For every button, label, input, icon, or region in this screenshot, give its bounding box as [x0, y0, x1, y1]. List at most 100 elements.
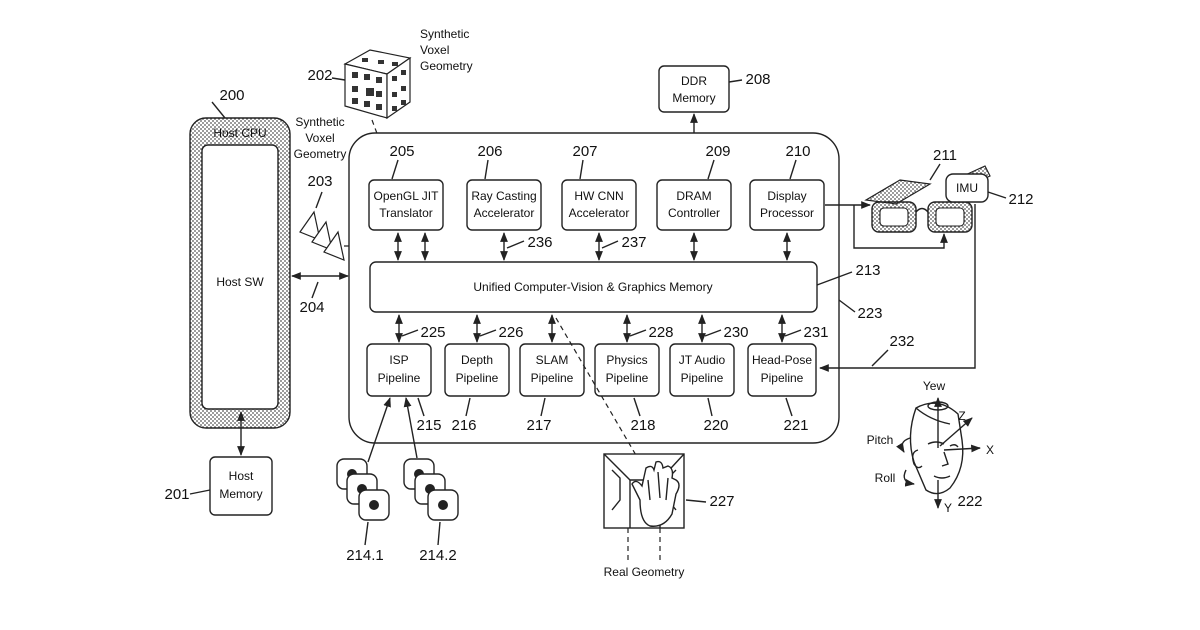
ref-225: 225: [420, 324, 445, 341]
voxel-cube-icon: [345, 50, 410, 118]
leader-227: [686, 500, 706, 502]
leader-212: [988, 192, 1006, 198]
pipe-audio-line2: Pipeline: [681, 371, 724, 385]
ref-207: 207: [572, 143, 597, 160]
host-memory-line2: Memory: [219, 487, 262, 501]
real-geometry-hand-icon: [604, 454, 684, 528]
pipeline-jt-audio: JT Audio Pipeline: [670, 344, 734, 396]
ref-210: 210: [785, 143, 810, 160]
leader-201: [190, 490, 210, 494]
leader-208: [729, 80, 742, 82]
leader-202: [332, 78, 345, 80]
pipe-slam-line1: SLAM: [536, 353, 569, 367]
pitch-label: Pitch: [867, 433, 894, 447]
leader-232: [872, 350, 888, 366]
memory-outer-ref: 223: [857, 305, 882, 322]
voxel-cube-label-1: Synthetic: [420, 27, 469, 41]
ref-220: 220: [703, 417, 728, 434]
ref-217: 217: [526, 417, 551, 434]
unit-ray-line1: Ray Casting: [471, 189, 536, 203]
camera-array-left-icon: [337, 459, 389, 520]
pipe-physics-line1: Physics: [606, 353, 647, 367]
pipe-headpose-line2: Pipeline: [761, 371, 804, 385]
host-sw-label: Host SW: [216, 275, 264, 289]
leader-200: [212, 102, 225, 118]
pipeline-physics: Physics Pipeline: [595, 344, 659, 396]
host-cpu-block: Host CPU Host SW: [190, 118, 290, 428]
pipeline-head-pose: Head-Pose Pipeline: [748, 344, 816, 396]
voxel-triangles-icon: [300, 212, 344, 260]
unit-dram-line2: Controller: [668, 206, 720, 220]
roll-label: Roll: [875, 471, 896, 485]
unit-opengl-jit: OpenGL JIT Translator: [369, 180, 443, 230]
yew-label: Yew: [923, 379, 946, 393]
ref-205: 205: [389, 143, 414, 160]
voxel-tri-ref: 203: [307, 173, 332, 190]
ddr-memory-box: DDR Memory: [659, 66, 729, 112]
voxel-cube-label-2: Voxel: [420, 43, 449, 57]
camera-left-ref: 214.1: [346, 547, 384, 564]
z-axis-label: Z: [958, 409, 965, 423]
unit-display-line2: Processor: [760, 206, 814, 220]
head-pose-figure-icon: [910, 403, 962, 493]
unit-hw-cnn: HW CNN Accelerator: [562, 180, 636, 230]
unit-cnn-line2: Accelerator: [569, 206, 630, 220]
ref-226: 226: [498, 324, 523, 341]
ref-218: 218: [630, 417, 655, 434]
leader-223: [839, 300, 855, 312]
imu-label: IMU: [956, 181, 978, 195]
pipe-headpose-line1: Head-Pose: [752, 353, 812, 367]
pipe-slam-line2: Pipeline: [531, 371, 574, 385]
pipe-isp-line2: Pipeline: [378, 371, 421, 385]
pipe-depth-line1: Depth: [461, 353, 493, 367]
unit-opengl-line1: OpenGL JIT: [374, 189, 440, 203]
leader-214-2: [438, 522, 440, 545]
ref-209: 209: [705, 143, 730, 160]
ddr-line2: Memory: [672, 91, 715, 105]
ref-215: 215: [416, 417, 441, 434]
voxel-tri-label-3: Geometry: [294, 147, 347, 161]
imu-ref: 212: [1008, 191, 1033, 208]
ref-216: 216: [451, 417, 476, 434]
pipe-depth-line2: Pipeline: [456, 371, 499, 385]
voxel-cube-ref: 202: [307, 67, 332, 84]
ref-221: 221: [783, 417, 808, 434]
pipeline-isp: ISP Pipeline: [367, 344, 431, 396]
memory-ref: 213: [855, 262, 880, 279]
pipe-isp-line1: ISP: [389, 353, 408, 367]
voxel-cube-label-3: Geometry: [420, 59, 473, 73]
unified-memory-label: Unified Computer-Vision & Graphics Memor…: [473, 280, 712, 294]
ref-228: 228: [648, 324, 673, 341]
pipe-physics-line2: Pipeline: [606, 371, 649, 385]
unit-ray-casting: Ray Casting Accelerator: [467, 180, 541, 230]
unit-display-processor: Display Processor: [750, 180, 824, 230]
x-axis-label: X: [986, 443, 994, 457]
leader-211: [930, 164, 940, 180]
ref-230: 230: [723, 324, 748, 341]
unit-ray-line2: Accelerator: [474, 206, 535, 220]
real-geometry-label: Real Geometry: [604, 565, 685, 579]
imu-box: IMU: [946, 174, 988, 202]
pipeline-depth: Depth Pipeline: [445, 344, 509, 396]
real-geometry-ref: 227: [709, 493, 734, 510]
pipe-audio-line1: JT Audio: [679, 353, 726, 367]
voxel-tri-label-1: Synthetic: [295, 115, 344, 129]
ref-206: 206: [477, 143, 502, 160]
head-ref: 222: [957, 493, 982, 510]
voxel-tri-label-2: Voxel: [305, 131, 334, 145]
unit-dram-controller: DRAM Controller: [657, 180, 731, 230]
ddr-line1: DDR: [681, 74, 707, 88]
host-link-ref: 204: [299, 299, 324, 316]
camera-array-right-icon: [404, 459, 458, 520]
pipeline-slam: SLAM Pipeline: [520, 344, 584, 396]
unit-display-line1: Display: [767, 189, 806, 203]
imu-link-ref: 232: [889, 333, 914, 350]
unit-dram-line1: DRAM: [676, 189, 711, 203]
host-cpu-label: Host CPU: [213, 126, 266, 140]
host-cpu-ref: 200: [219, 87, 244, 104]
camera-right-ref: 214.2: [419, 547, 457, 564]
leader-203: [316, 192, 322, 208]
unified-memory-bar: Unified Computer-Vision & Graphics Memor…: [370, 262, 817, 312]
ref-236: 236: [527, 234, 552, 251]
